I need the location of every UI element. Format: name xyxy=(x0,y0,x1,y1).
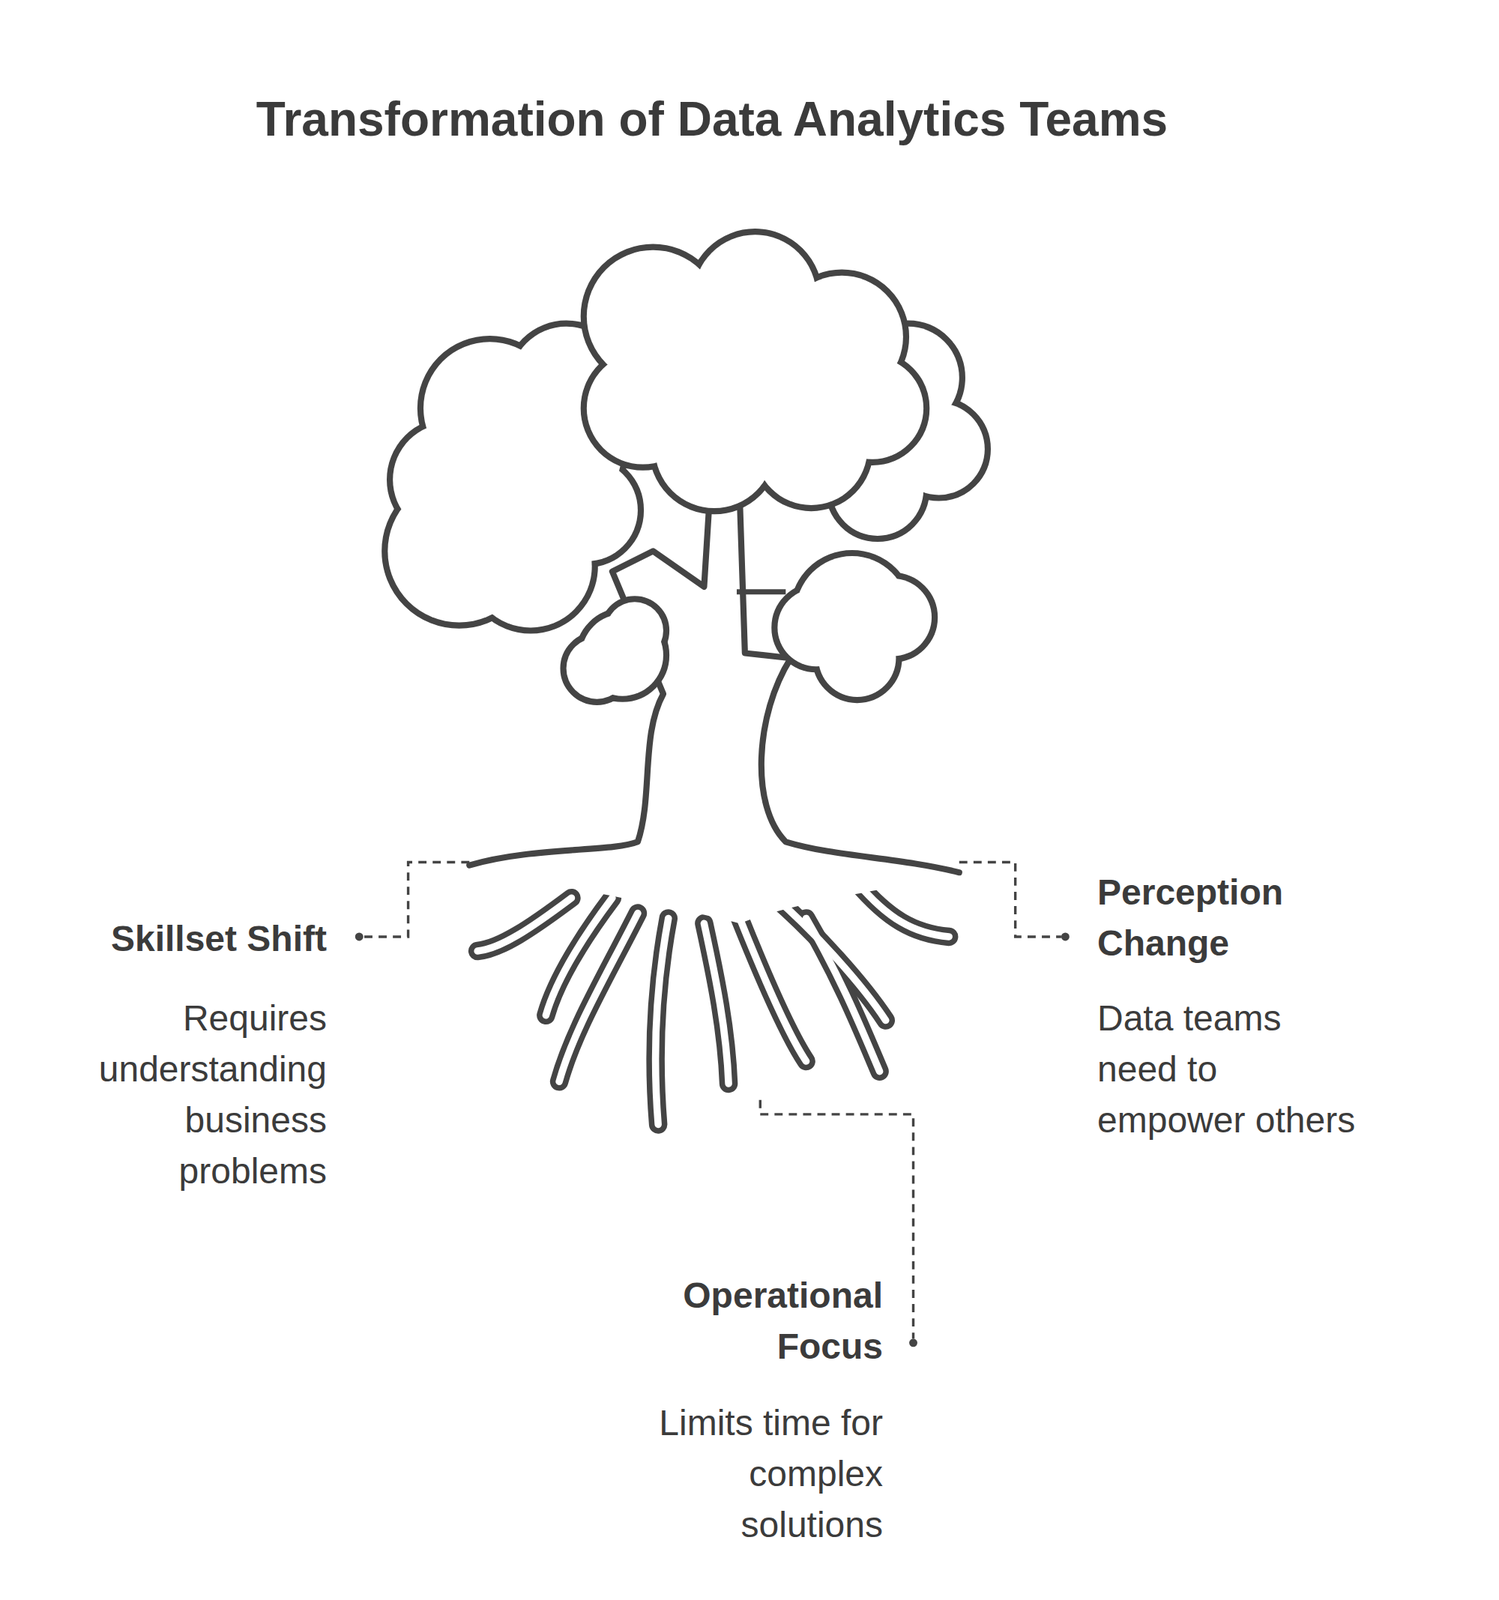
callout-text: Limits time for complex solutions xyxy=(635,1397,883,1551)
diagram-title: Transformation of Data Analytics Teams xyxy=(256,91,1168,147)
roots xyxy=(477,882,949,1125)
trunk-outline xyxy=(469,499,960,873)
foliage-small-right xyxy=(777,556,932,698)
branch-line xyxy=(736,589,786,595)
root-outline xyxy=(477,882,949,1125)
leader-dot xyxy=(1061,932,1070,941)
callout-heading: Skillset Shift xyxy=(71,913,327,965)
leader-dot xyxy=(909,1338,918,1347)
callout-heading: Perception Change xyxy=(1097,867,1345,970)
callout-text: Data teams need to empower others xyxy=(1097,993,1364,1146)
foliage-small-left xyxy=(566,601,664,699)
leader-lines xyxy=(363,862,1062,1340)
leader-line xyxy=(363,862,470,937)
trunk-fill xyxy=(469,499,960,924)
leader-line xyxy=(959,862,1062,937)
callout-heading: Operational Focus xyxy=(635,1270,883,1373)
callout-text: Requires understanding business problems xyxy=(79,993,327,1197)
leader-dot xyxy=(355,932,364,941)
root-inner xyxy=(477,882,949,1125)
foliage-center xyxy=(586,234,924,509)
